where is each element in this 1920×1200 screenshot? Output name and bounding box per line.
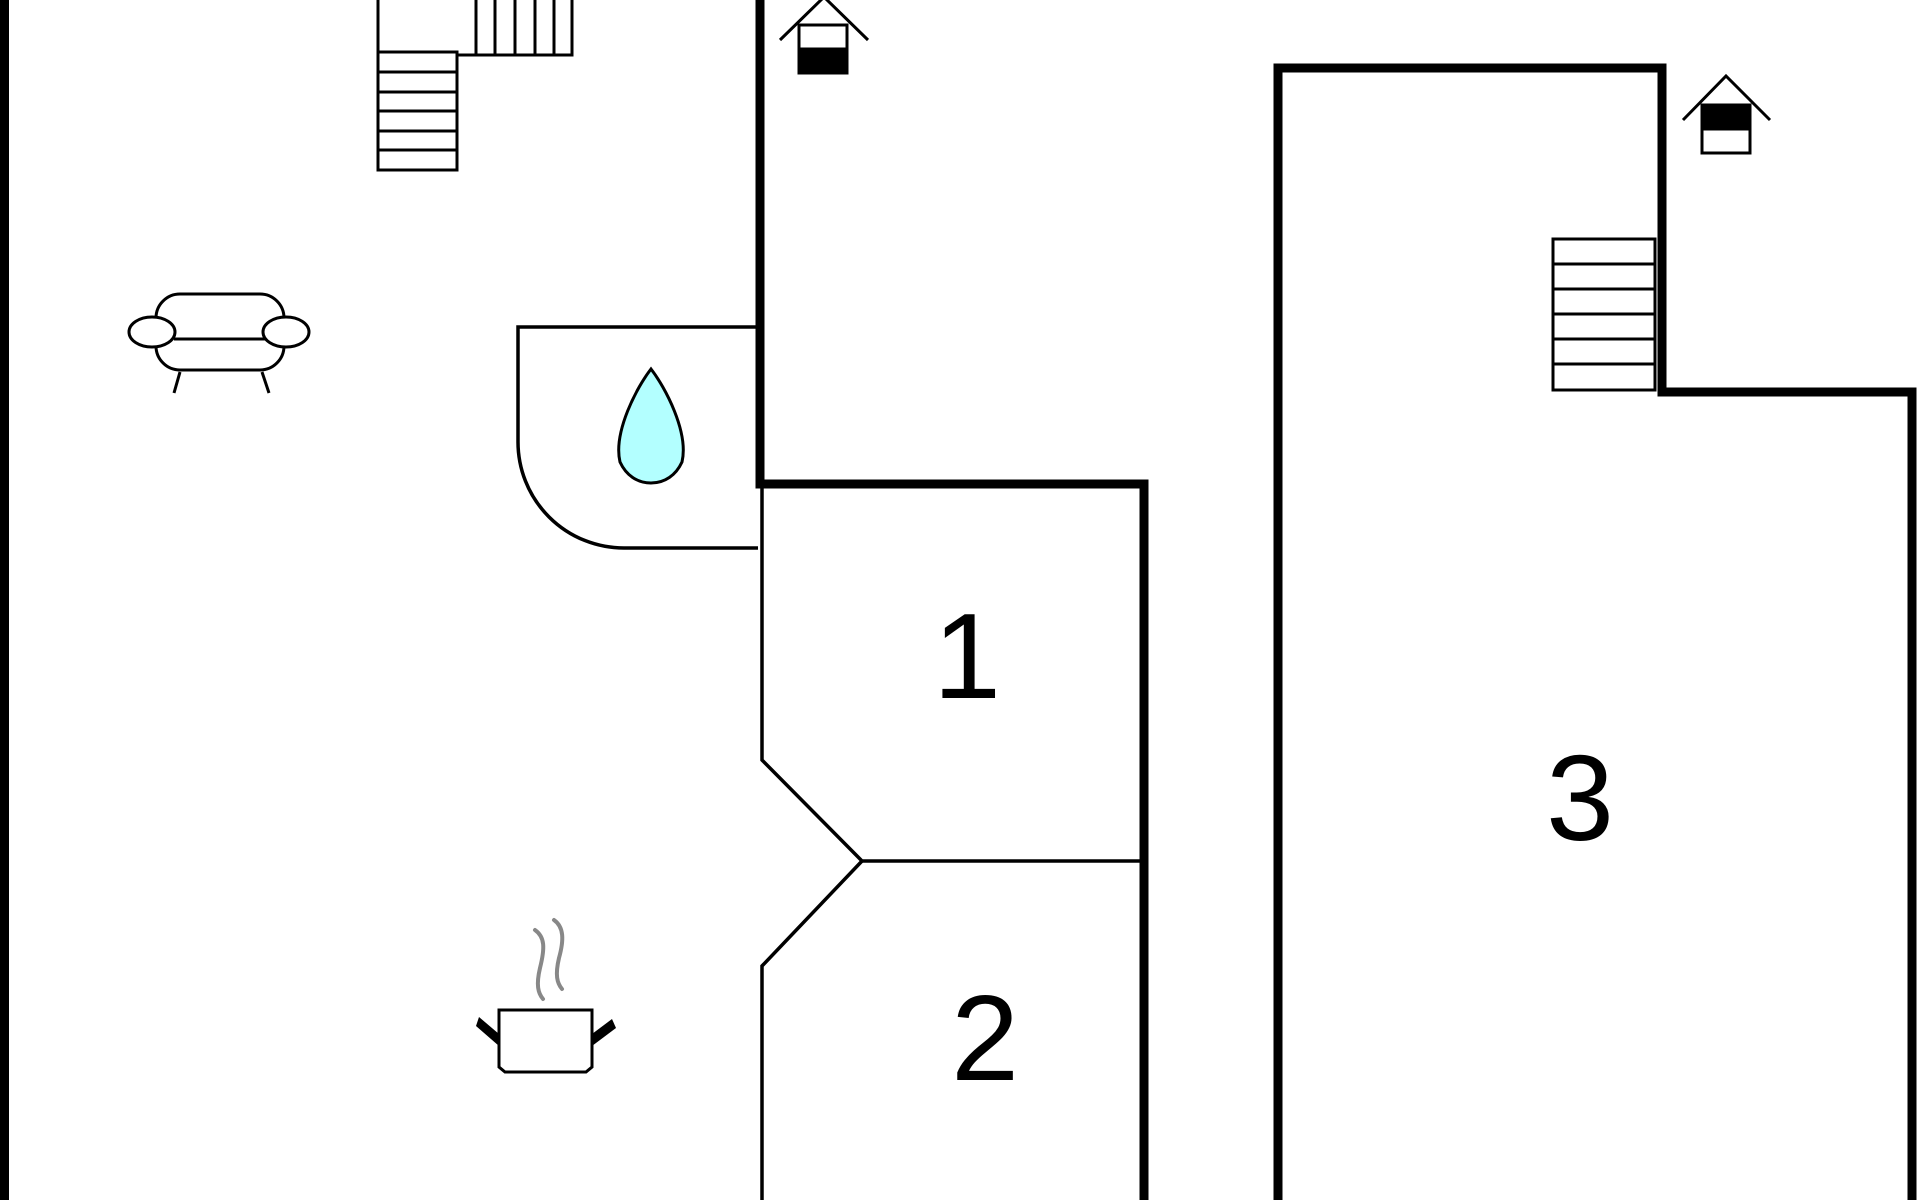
room-1-partition (760, 488, 1140, 863)
house-marker-icon (778, 0, 870, 75)
room-number-3: 3 (1546, 730, 1614, 866)
staircase-icon (1551, 237, 1657, 392)
room-number-1: 1 (933, 588, 1001, 724)
partitions (516, 325, 1140, 1200)
house-marker-icon (1681, 73, 1772, 155)
sofa-icon (127, 292, 311, 394)
bathroom-partition (516, 325, 758, 550)
staircase-icon (376, 0, 574, 172)
cooking-pot-icon (476, 918, 616, 1074)
room-2-partition (760, 859, 864, 1200)
water-drop-icon (617, 366, 685, 485)
central-wall (755, 0, 1149, 1200)
room-number-2: 2 (951, 970, 1019, 1106)
room-3-wall (1273, 63, 1917, 1200)
